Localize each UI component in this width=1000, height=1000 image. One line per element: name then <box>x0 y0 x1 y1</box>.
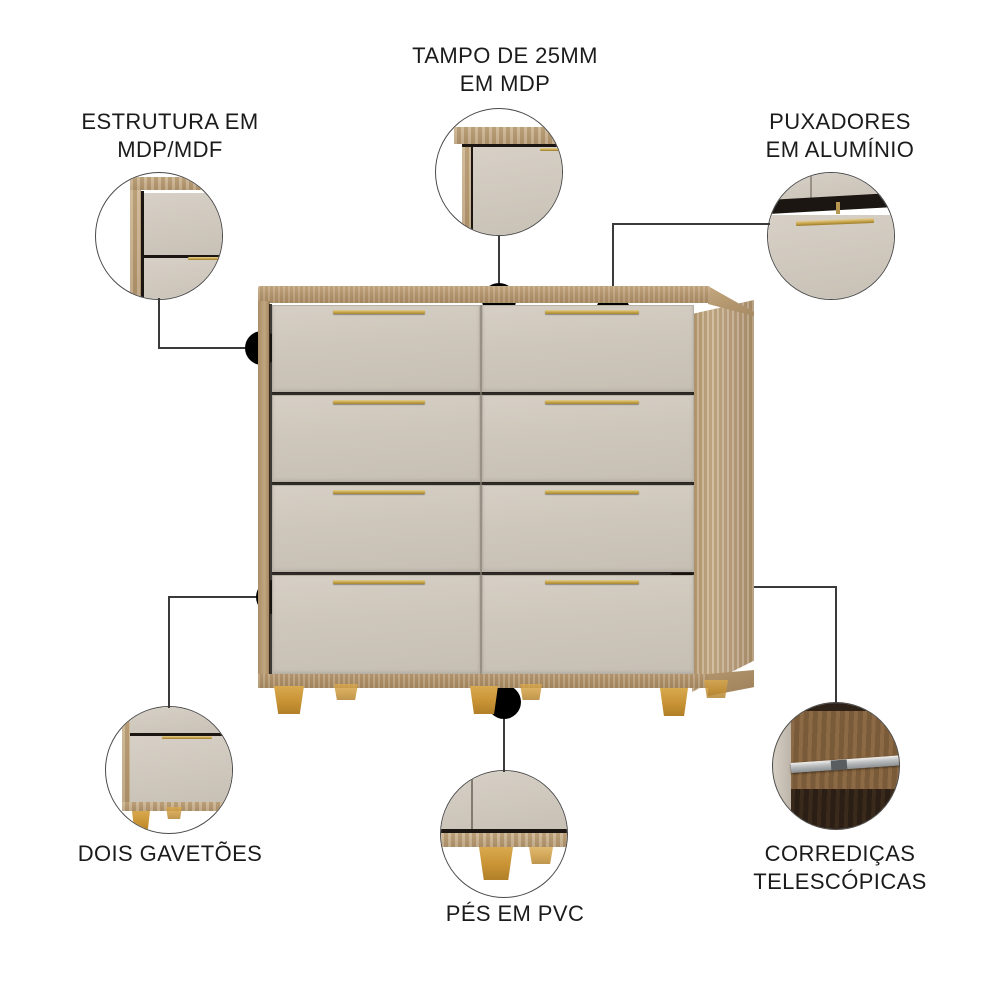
connector-gavetoes-v <box>168 596 170 708</box>
drawer-front[interactable] <box>482 305 694 393</box>
drawer-handle[interactable] <box>545 400 639 404</box>
callout-label-puxadores: PUXADORES EM ALUMÍNIO <box>765 109 915 163</box>
drawer-handle[interactable] <box>333 580 425 584</box>
large-drawer-front[interactable] <box>272 575 480 675</box>
drawer-front[interactable] <box>482 395 694 483</box>
drawer-handle[interactable] <box>545 490 639 494</box>
connector-estrutura-h <box>158 347 264 349</box>
drawer-handle[interactable] <box>545 580 639 584</box>
pvc-foot <box>334 684 358 700</box>
large-drawer-front[interactable] <box>482 575 694 675</box>
dresser-left-frame <box>258 301 270 683</box>
pvc-foot <box>274 686 304 714</box>
pvc-foot <box>470 686 498 714</box>
callout-bubble-gavetoes <box>105 706 233 834</box>
callout-label-estrutura: ESTRUTURA EM MDP/MDF <box>81 109 259 163</box>
connector-corredicas-v <box>835 586 837 704</box>
connector-gavetoes-h <box>168 596 273 598</box>
dresser-left-frame-shadow <box>269 304 272 679</box>
drawer-front[interactable] <box>272 305 480 393</box>
pvc-foot <box>660 688 688 716</box>
connector-corredicas-h <box>682 586 836 588</box>
drawer-handle[interactable] <box>333 400 425 404</box>
dresser-side-panel <box>692 300 754 692</box>
callout-bubble-corredicas <box>772 702 900 830</box>
drawer-front[interactable] <box>272 485 480 573</box>
callout-label-pes: PÉS EM PVC <box>445 901 585 926</box>
connector-estrutura-v <box>158 298 160 348</box>
callout-bubble-pes <box>440 770 568 898</box>
drawer-front[interactable] <box>482 485 694 573</box>
connector-puxadores-v <box>612 223 614 311</box>
callout-bubble-puxadores <box>767 172 895 300</box>
callout-bubble-estrutura <box>95 172 223 300</box>
dresser-top-panel <box>258 286 710 303</box>
drawer-handle[interactable] <box>333 490 425 494</box>
connector-pes-v <box>503 700 505 772</box>
drawer-handle[interactable] <box>545 310 639 314</box>
callout-label-gavetoes: DOIS GAVETÕES <box>77 841 263 866</box>
pvc-foot <box>520 684 542 700</box>
drawer-handle[interactable] <box>333 310 425 314</box>
connector-tampo-v <box>498 236 500 298</box>
callout-label-tampo: TAMPO DE 25MM EM MDP <box>412 43 598 97</box>
pvc-foot <box>704 680 728 698</box>
dresser-base-plinth <box>258 674 710 688</box>
connector-puxadores-h <box>612 223 770 225</box>
callout-label-corredicas: CORREDIÇAS TELESCÓPICAS <box>753 841 927 895</box>
product-chest-of-drawers <box>252 286 754 716</box>
drawer-front[interactable] <box>272 395 480 483</box>
dresser-drawer-grid <box>272 305 694 677</box>
callout-bubble-tampo <box>435 108 563 236</box>
